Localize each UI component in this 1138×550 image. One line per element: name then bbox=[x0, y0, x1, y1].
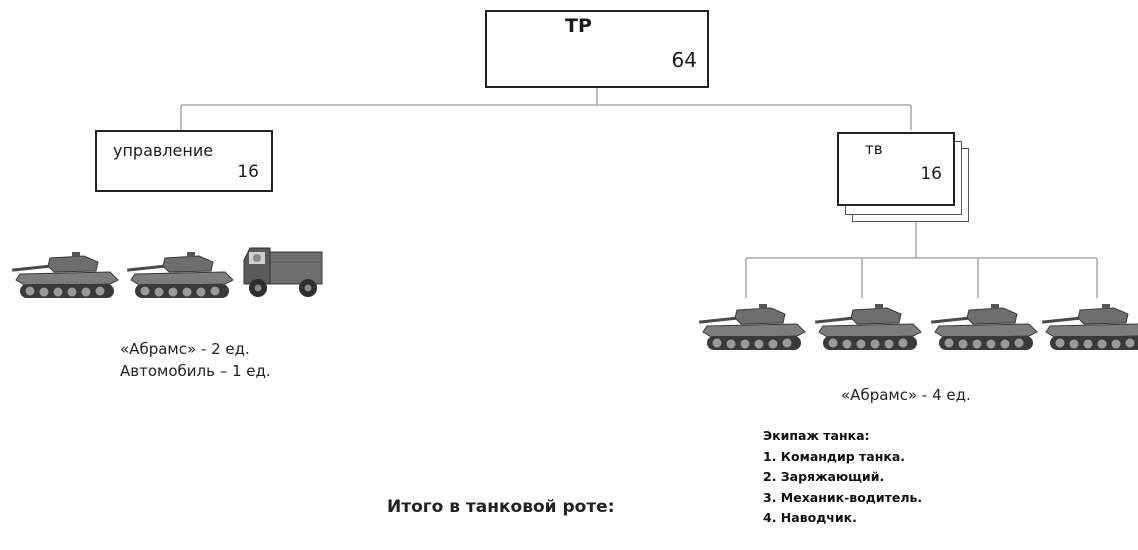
crew-item: 3. Механик-водитель. bbox=[763, 489, 923, 505]
company-count: 64 bbox=[671, 48, 697, 72]
tank-icon bbox=[698, 303, 806, 351]
platoon-count: 16 bbox=[920, 164, 942, 184]
crew-item: 2. Заряжающий. bbox=[763, 469, 885, 484]
tank-icon bbox=[1041, 303, 1138, 351]
tank-icon bbox=[814, 303, 922, 351]
company-title: ТР bbox=[565, 15, 592, 37]
command-title: управление bbox=[113, 141, 214, 160]
crew-title: Экипаж танка: bbox=[763, 428, 870, 443]
company-box: ТР 64 bbox=[485, 10, 709, 88]
crew-item: 4. Наводчик. bbox=[763, 510, 857, 525]
command-vehicles-caption: «Абрамс» - 2 ед. Автомобиль – 1 ед. bbox=[120, 338, 271, 382]
command-count: 16 bbox=[237, 162, 259, 182]
truck-icon bbox=[243, 247, 323, 298]
tank-icon bbox=[126, 251, 234, 299]
platoon-vehicles-caption: «Абрамс» - 4 ед. bbox=[841, 386, 971, 404]
tank-icon bbox=[930, 303, 1038, 351]
tank-icon bbox=[11, 251, 119, 299]
command-box: управление 16 bbox=[95, 130, 273, 192]
crew-list: Экипаж танка: 1. Командир танка. 2. Заря… bbox=[763, 426, 922, 529]
crew-item: 1. Командир танка. bbox=[763, 448, 906, 464]
platoon-title: тв bbox=[865, 140, 883, 158]
platoon-box: тв 16 bbox=[837, 132, 955, 206]
command-caption-line2: Автомобиль – 1 ед. bbox=[120, 362, 271, 380]
command-caption-line1: «Абрамс» - 2 ед. bbox=[120, 340, 250, 358]
total-label: Итого в танковой роте: bbox=[387, 497, 615, 517]
